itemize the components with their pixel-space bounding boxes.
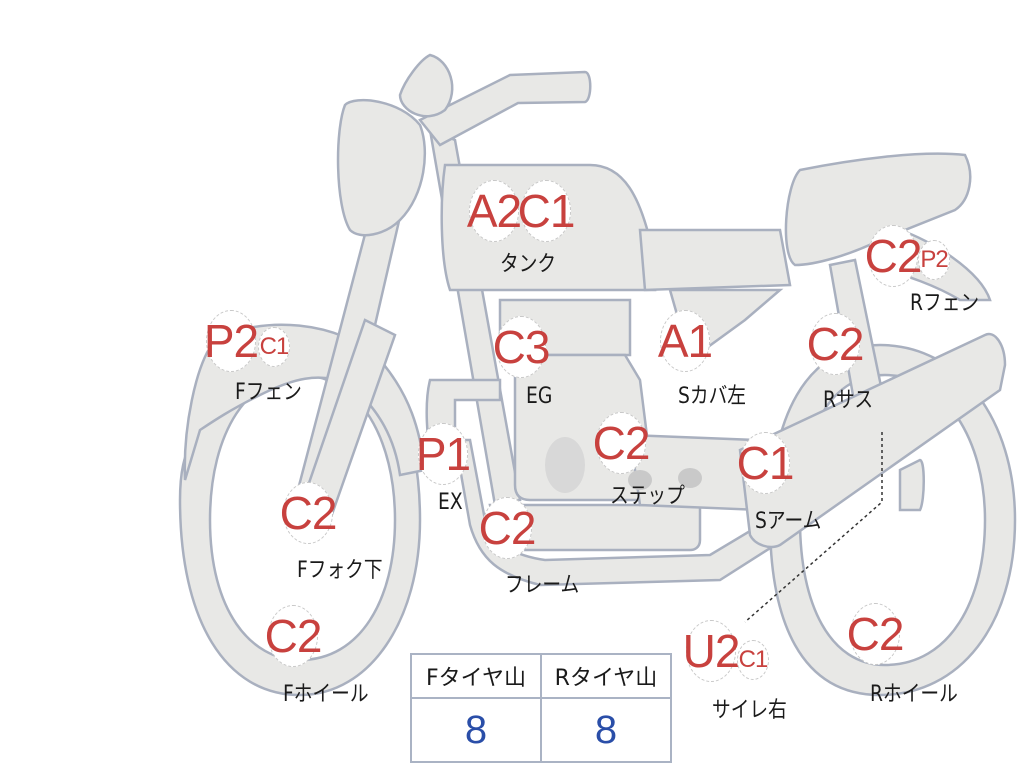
r-fender-label: Rフェン [910, 291, 980, 316]
frame-label: フレーム [505, 573, 580, 598]
tank-label: タンク [500, 252, 557, 277]
step-code-c2: C2 [593, 412, 650, 474]
engine-cover-shape [545, 437, 585, 493]
r-suspension-code-c2: C2 [807, 313, 864, 375]
engine-label: EG [526, 384, 553, 409]
f-fork-code-c2: C2 [280, 482, 337, 544]
seat-shape [784, 152, 972, 267]
silencer-bracket-shape [898, 458, 925, 512]
exhaust-label: EX [438, 490, 463, 515]
tank-code-a2: A2 [467, 180, 522, 242]
tread-header-row: Fタイヤ山 Rタイヤ山 [410, 653, 672, 699]
tread-value-row: 8 8 [410, 697, 672, 763]
swing-arm-code-c1: C1 [737, 432, 794, 494]
headlight-shape [336, 98, 426, 237]
side-cover-label: Sカバ左 [678, 384, 746, 409]
f-fender-label: Fフェン [235, 380, 302, 405]
r-wheel-code-c2: C2 [847, 603, 904, 665]
frame-code-c2: C2 [479, 497, 536, 559]
r-fender-code-c2: C2 [865, 225, 922, 287]
tank-code-c1: C1 [518, 180, 575, 242]
f-fender-code-p2: P2 [204, 310, 259, 372]
r-suspension-label: Rサス [823, 388, 874, 413]
rear-tread-value: 8 [540, 697, 672, 763]
footpeg-left-shape [628, 470, 652, 490]
seat-base-shape [638, 228, 792, 292]
silencer-label: サイレ右 [712, 698, 787, 723]
front-tread-value: 8 [410, 697, 542, 763]
meter-shape [398, 53, 454, 118]
r-wheel-label: Rホイール [870, 682, 958, 707]
swing-arm-shape [738, 332, 1007, 549]
engine-code-c3: C3 [493, 316, 550, 378]
f-fender-code-c1: C1 [258, 327, 290, 367]
f-fork-label: Fフォク下 [297, 558, 383, 583]
lower-rail-shape [488, 503, 702, 552]
side-cover-code-a1: A1 [658, 310, 713, 372]
exhaust-code-p1: P1 [416, 423, 471, 485]
front-tread-header: Fタイヤ山 [410, 653, 542, 699]
silencer-code-u2: U2 [683, 620, 740, 682]
handlebar-shape [418, 70, 592, 147]
step-label: ステップ [610, 484, 685, 509]
f-wheel-code-c2: C2 [265, 605, 322, 667]
f-wheel-label: Fホイール [283, 682, 369, 707]
r-fender-code-p2: P2 [918, 240, 950, 280]
footpeg-right-shape [678, 468, 702, 488]
silencer-code-c1: C1 [737, 640, 769, 680]
rear-tread-header: Rタイヤ山 [540, 653, 672, 699]
swing-arm-label: Sアーム [755, 509, 822, 534]
tire-tread-table: Fタイヤ山 Rタイヤ山 8 8 [410, 653, 672, 763]
